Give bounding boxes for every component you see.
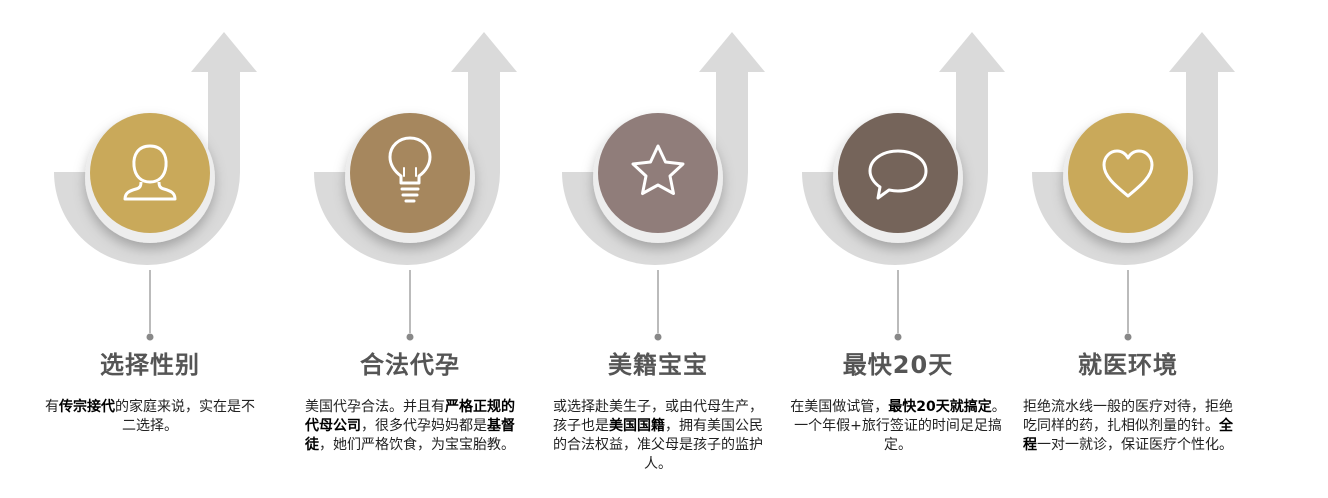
heart-icon [1102, 149, 1154, 198]
connector-dot [654, 333, 662, 341]
step-3-description: 或选择赴美生子，或由代母生产，孩子也是美国国籍，拥有美国公民的合法权益，准父母是… [553, 399, 763, 472]
step-5-graphic [1032, 32, 1235, 341]
step-1-graphic [54, 32, 257, 341]
step-3: 美籍宝宝 或选择赴美生子，或由代母生产，孩子也是美国国籍，拥有美国公民的合法权益… [538, 0, 778, 498]
step-4-description: 在美国做试管，最快20天就搞定。一个年假+旅行签证的时间足足搞定。 [790, 399, 1006, 453]
step-5-description: 拒绝流水线一般的医疗对待，拒绝吃同样的药，扎相似剂量的针。全程一对一就诊，保证医… [1023, 399, 1233, 453]
step-2: 合法代孕 美国代孕合法。并且有严格正规的代母公司，很多代孕妈妈都是基督徒，她们严… [290, 0, 530, 498]
icon-circle [838, 113, 958, 233]
icon-circle [598, 113, 718, 233]
person-icon [123, 144, 177, 201]
speech-bubble-icon [868, 149, 928, 200]
star-icon [631, 144, 685, 195]
step-1-description: 有传宗接代的家庭来说，实在是不二选择。 [45, 399, 255, 434]
step-1-title: 选择性别 [100, 351, 200, 379]
step-5: 就医环境 拒绝流水线一般的医疗对待，拒绝吃同样的药，扎相似剂量的针。全程一对一就… [1008, 0, 1248, 498]
step-4-title: 最快20天 [842, 351, 954, 379]
icon-circle [350, 113, 470, 233]
icon-circle [1068, 113, 1188, 233]
connector-dot [894, 333, 902, 341]
step-3-title: 美籍宝宝 [608, 351, 708, 379]
connector-dot [146, 333, 154, 341]
step-4: 最快20天 在美国做试管，最快20天就搞定。一个年假+旅行签证的时间足足搞定。 [778, 0, 1018, 498]
step-4-graphic [802, 32, 1005, 341]
icon-circle [90, 113, 210, 233]
step-1: 选择性别 有传宗接代的家庭来说，实在是不二选择。 [30, 0, 270, 498]
step-2-title: 合法代孕 [360, 351, 460, 379]
step-2-description: 美国代孕合法。并且有严格正规的代母公司，很多代孕妈妈都是基督徒，她们严格饮食，为… [305, 399, 515, 453]
step-3-graphic [562, 32, 765, 341]
lightbulb-icon [388, 136, 432, 203]
step-5-title: 就医环境 [1078, 351, 1178, 379]
connector-dot [406, 333, 414, 341]
connector-dot [1124, 333, 1132, 341]
step-2-graphic [314, 32, 517, 341]
